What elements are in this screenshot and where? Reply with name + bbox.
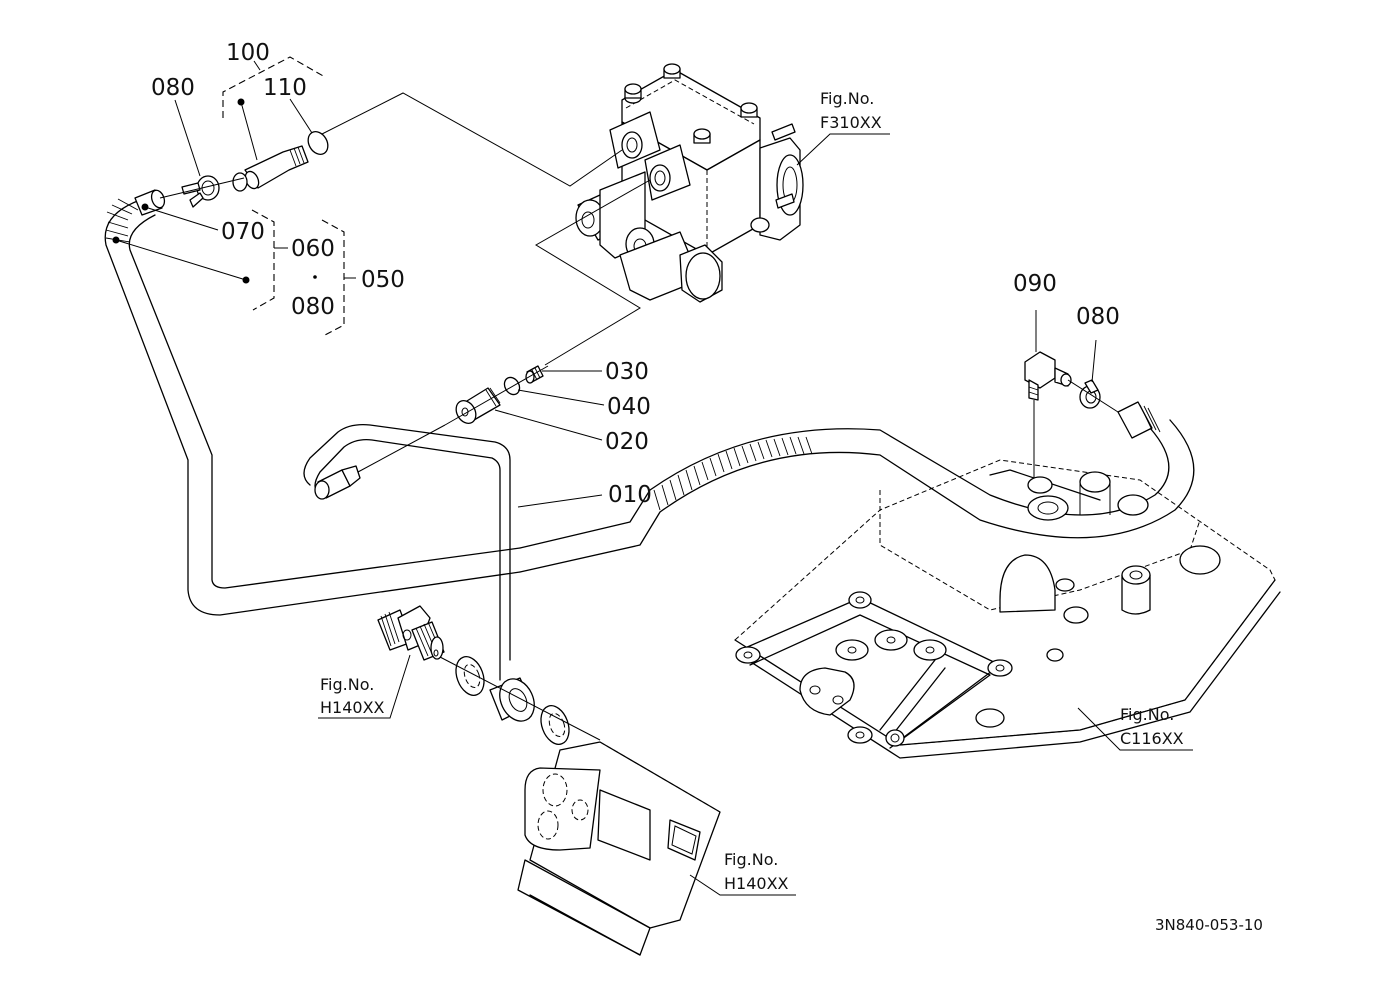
banjo-bolt [377,605,445,661]
callout-080: 080 [291,294,335,320]
callout-080: 080 [1076,304,1120,330]
connector-fitting [232,145,309,192]
hose-clamp [1079,379,1101,409]
o-ring-110 [307,131,329,155]
pump-bolt [740,102,758,118]
callout-090: 090 [1013,271,1057,297]
callout-070: 070 [221,219,265,245]
plug-030 [525,365,544,384]
callout-100: 100 [226,40,270,66]
callout-060: 060 [291,236,335,262]
figure-ref-code: C116XX [1120,729,1184,748]
figure-ref-code: F310XX [820,113,882,132]
elbow-fitting-090 [1024,351,1072,401]
group-bracket-100 [222,56,326,118]
callout-030: 030 [605,359,649,385]
callout-050: 050 [361,267,405,293]
figure-ref-prefix: Fig.No. [1120,705,1174,724]
steering-unit [517,741,721,956]
hydraulic-pump-assembly [575,63,804,303]
copper-washer [455,656,485,696]
transmission-case-cover [734,459,1281,759]
figure-ref-c116xx: Fig.No. C116XX [1077,705,1193,751]
copper-washer [540,705,570,745]
figure-ref-h140xx-upper: Fig.No. H140XX [318,654,411,719]
callout-020: 020 [605,429,649,455]
callout-010: 010 [608,482,652,508]
pump-bolt [663,63,681,79]
pump-bolt [693,128,711,144]
figure-ref-h140xx-lower: Fig.No. H140XX [689,850,796,896]
assembly-line [321,92,623,187]
return-hose-070 [104,189,521,616]
callout-080: 080 [151,75,195,101]
assembly-line [535,179,651,366]
figure-ref-code: H140XX [320,698,385,717]
document-number: 3N840-053-10 [1155,916,1263,934]
o-ring-040 [503,376,521,396]
figure-ref-f310xx: Fig.No. F310XX [796,89,890,166]
figure-ref-code: H140XX [724,874,789,893]
callout-110: 110 [263,75,307,101]
callout-040: 040 [607,394,651,420]
pump-bolt [624,83,642,104]
figure-ref-prefix: Fig.No. [820,89,874,108]
hose-clamp [181,175,220,208]
figure-ref-prefix: Fig.No. [724,850,778,869]
steel-pipe-010 [303,424,511,681]
figure-ref-prefix: Fig.No. [320,675,374,694]
suction-hose [519,401,1195,573]
banjo-fitting [489,677,535,722]
